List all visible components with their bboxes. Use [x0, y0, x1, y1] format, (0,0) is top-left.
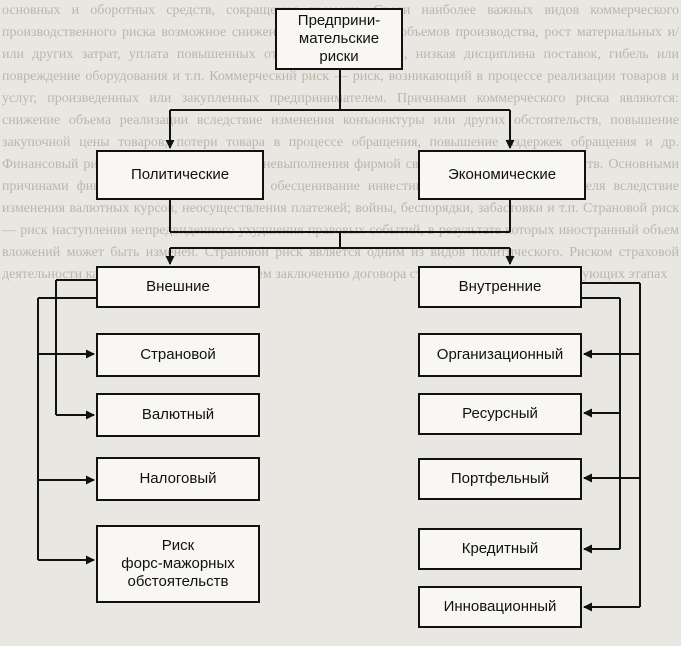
resource-risk-box: Ресурсный	[418, 393, 582, 435]
innovation-risk-label: Инновационный	[443, 598, 557, 615]
external-label: Внешние	[146, 278, 210, 295]
country-risk-label: Страновой	[140, 346, 216, 363]
credit-risk-label: Кредитный	[461, 540, 539, 557]
currency-risk-label: Валютный	[141, 406, 215, 423]
internal-box: Внутренние	[418, 266, 582, 308]
economic-label: Экономические	[447, 166, 557, 183]
root-label: Предприни- мательские риски	[297, 12, 381, 65]
currency-risk-box: Валютный	[96, 393, 260, 437]
organizational-risk-box: Организационный	[418, 333, 582, 377]
force-majeure-risk-label: Риск форс-мажорных обстоятельств	[121, 537, 235, 590]
force-majeure-risk-box: Риск форс-мажорных обстоятельств	[96, 525, 260, 603]
resource-risk-label: Ресурсный	[462, 405, 538, 422]
innovation-risk-box: Инновационный	[418, 586, 582, 628]
internal-label: Внутренние	[458, 278, 542, 295]
organizational-risk-label: Организационный	[436, 346, 564, 363]
country-risk-box: Страновой	[96, 333, 260, 377]
root-box: Предприни- мательские риски	[275, 8, 403, 70]
portfolio-risk-label: Портфельный	[450, 470, 550, 487]
economic-box: Экономические	[418, 150, 586, 200]
tax-risk-box: Налоговый	[96, 457, 260, 501]
external-box: Внешние	[96, 266, 260, 308]
credit-risk-box: Кредитный	[418, 528, 582, 570]
portfolio-risk-box: Портфельный	[418, 458, 582, 500]
political-label: Политические	[130, 166, 230, 183]
political-box: Политические	[96, 150, 264, 200]
tax-risk-label: Налоговый	[139, 470, 217, 487]
